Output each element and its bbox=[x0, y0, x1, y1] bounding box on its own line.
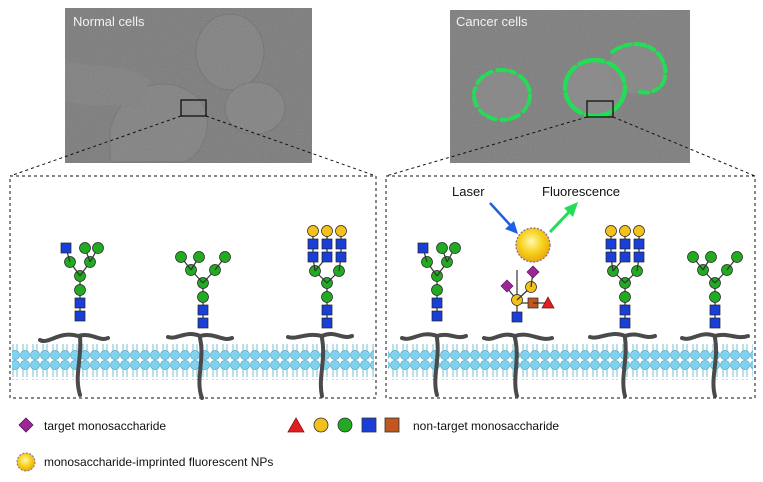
legend-red-triangle-icon bbox=[287, 417, 305, 433]
red-triangle-sugar bbox=[541, 296, 555, 309]
green-circle-sugar bbox=[431, 284, 443, 296]
cancer-cells-label: Cancer cells bbox=[456, 14, 528, 29]
blue-square-sugar bbox=[321, 238, 333, 250]
yellow-circle-sugar bbox=[633, 225, 645, 237]
normal-cell-membrane bbox=[12, 344, 374, 380]
glycoprotein-chain bbox=[166, 332, 234, 400]
fluorescence-label: Fluorescence bbox=[542, 184, 620, 199]
glycoprotein-chain bbox=[38, 332, 110, 397]
legend-yellow-circle-icon bbox=[313, 417, 329, 433]
normal-cells-micrograph: Normal cells bbox=[65, 8, 312, 163]
glycoprotein-chain bbox=[588, 332, 657, 398]
laser-label: Laser bbox=[452, 184, 485, 199]
target-monosaccharide-sugar bbox=[526, 265, 540, 279]
green-circle-sugar bbox=[436, 242, 448, 254]
green-circle-sugar bbox=[449, 242, 461, 254]
legend-target-label: target monosaccharide bbox=[44, 419, 166, 433]
fluorescence-arrow bbox=[548, 202, 578, 234]
blue-square-sugar bbox=[74, 310, 86, 322]
green-circle-sugar bbox=[197, 291, 209, 303]
normal-cells-label: Normal cells bbox=[73, 14, 145, 29]
blue-square-sugar bbox=[197, 317, 209, 329]
legend: target monosaccharide non-target monosac… bbox=[16, 417, 559, 472]
blue-square-sugar bbox=[619, 304, 631, 316]
blue-square-sugar bbox=[335, 251, 347, 263]
green-circle-sugar bbox=[709, 291, 721, 303]
blue-square-sugar bbox=[633, 238, 645, 250]
cancer-cells-micrograph: Cancer cells bbox=[450, 10, 690, 163]
green-circle-sugar bbox=[619, 291, 631, 303]
glycoprotein-chain bbox=[400, 332, 468, 397]
legend-green-circle-icon bbox=[337, 417, 353, 433]
zoom-lines bbox=[9, 115, 756, 177]
blue-square-sugar bbox=[321, 304, 333, 316]
normal-zoom-box bbox=[180, 99, 207, 117]
cancer-cell-bodies bbox=[474, 42, 665, 120]
legend-blue-square-icon bbox=[361, 417, 377, 433]
green-circle-sugar bbox=[175, 251, 187, 263]
blue-square-sugar bbox=[74, 297, 86, 309]
blue-square-sugar bbox=[431, 297, 443, 309]
target-monosaccharide-diamond-icon bbox=[18, 417, 34, 433]
yellow-circle-sugar bbox=[335, 225, 347, 237]
blue-square-sugar bbox=[197, 304, 209, 316]
yellow-circle-sugar bbox=[619, 225, 631, 237]
green-circle-sugar bbox=[687, 251, 699, 263]
blue-square-sugar bbox=[605, 251, 617, 263]
blue-square-sugar bbox=[511, 311, 523, 323]
blue-square-sugar bbox=[709, 304, 721, 316]
blue-square-sugar bbox=[307, 238, 319, 250]
blue-square-sugar bbox=[60, 242, 72, 254]
blue-square-sugar bbox=[417, 242, 429, 254]
blue-square-sugar bbox=[321, 251, 333, 263]
blue-square-sugar bbox=[307, 251, 319, 263]
blue-square-sugar bbox=[619, 238, 631, 250]
target-monosaccharide-sugar bbox=[500, 279, 514, 293]
glycan-layer bbox=[38, 225, 750, 400]
legend-brown-square-icon bbox=[384, 417, 400, 433]
blue-square-sugar bbox=[619, 317, 631, 329]
blue-square-sugar bbox=[321, 317, 333, 329]
yellow-circle-sugar bbox=[307, 225, 319, 237]
legend-nanoparticle-icon bbox=[16, 452, 36, 472]
laser-arrow bbox=[489, 202, 518, 234]
cancer-zoom-box bbox=[586, 100, 614, 118]
green-circle-sugar bbox=[92, 242, 104, 254]
blue-square-sugar bbox=[619, 251, 631, 263]
yellow-circle-sugar bbox=[605, 225, 617, 237]
green-circle-sugar bbox=[193, 251, 205, 263]
blue-square-sugar bbox=[335, 238, 347, 250]
green-circle-sugar bbox=[74, 284, 86, 296]
green-circle-sugar bbox=[731, 251, 743, 263]
green-circle-sugar bbox=[321, 291, 333, 303]
glycoprotein-chain bbox=[482, 332, 554, 398]
glycoprotein-chain bbox=[286, 332, 354, 398]
cancer-cell-membrane bbox=[388, 344, 753, 380]
legend-non-target-label: non-target monosaccharide bbox=[413, 419, 559, 433]
blue-square-sugar bbox=[633, 251, 645, 263]
fluorescent-nanoparticle bbox=[515, 227, 551, 263]
blue-square-sugar bbox=[709, 317, 721, 329]
green-circle-sugar bbox=[705, 251, 717, 263]
blue-square-sugar bbox=[431, 310, 443, 322]
blue-square-sugar bbox=[605, 238, 617, 250]
legend-np-label: monosaccharide-imprinted fluorescent NPs bbox=[44, 455, 273, 469]
glycoprotein-chain bbox=[680, 332, 750, 398]
green-circle-sugar bbox=[219, 251, 231, 263]
green-circle-sugar bbox=[79, 242, 91, 254]
yellow-circle-sugar bbox=[321, 225, 333, 237]
cancer-fluorescence-rings bbox=[472, 42, 668, 122]
